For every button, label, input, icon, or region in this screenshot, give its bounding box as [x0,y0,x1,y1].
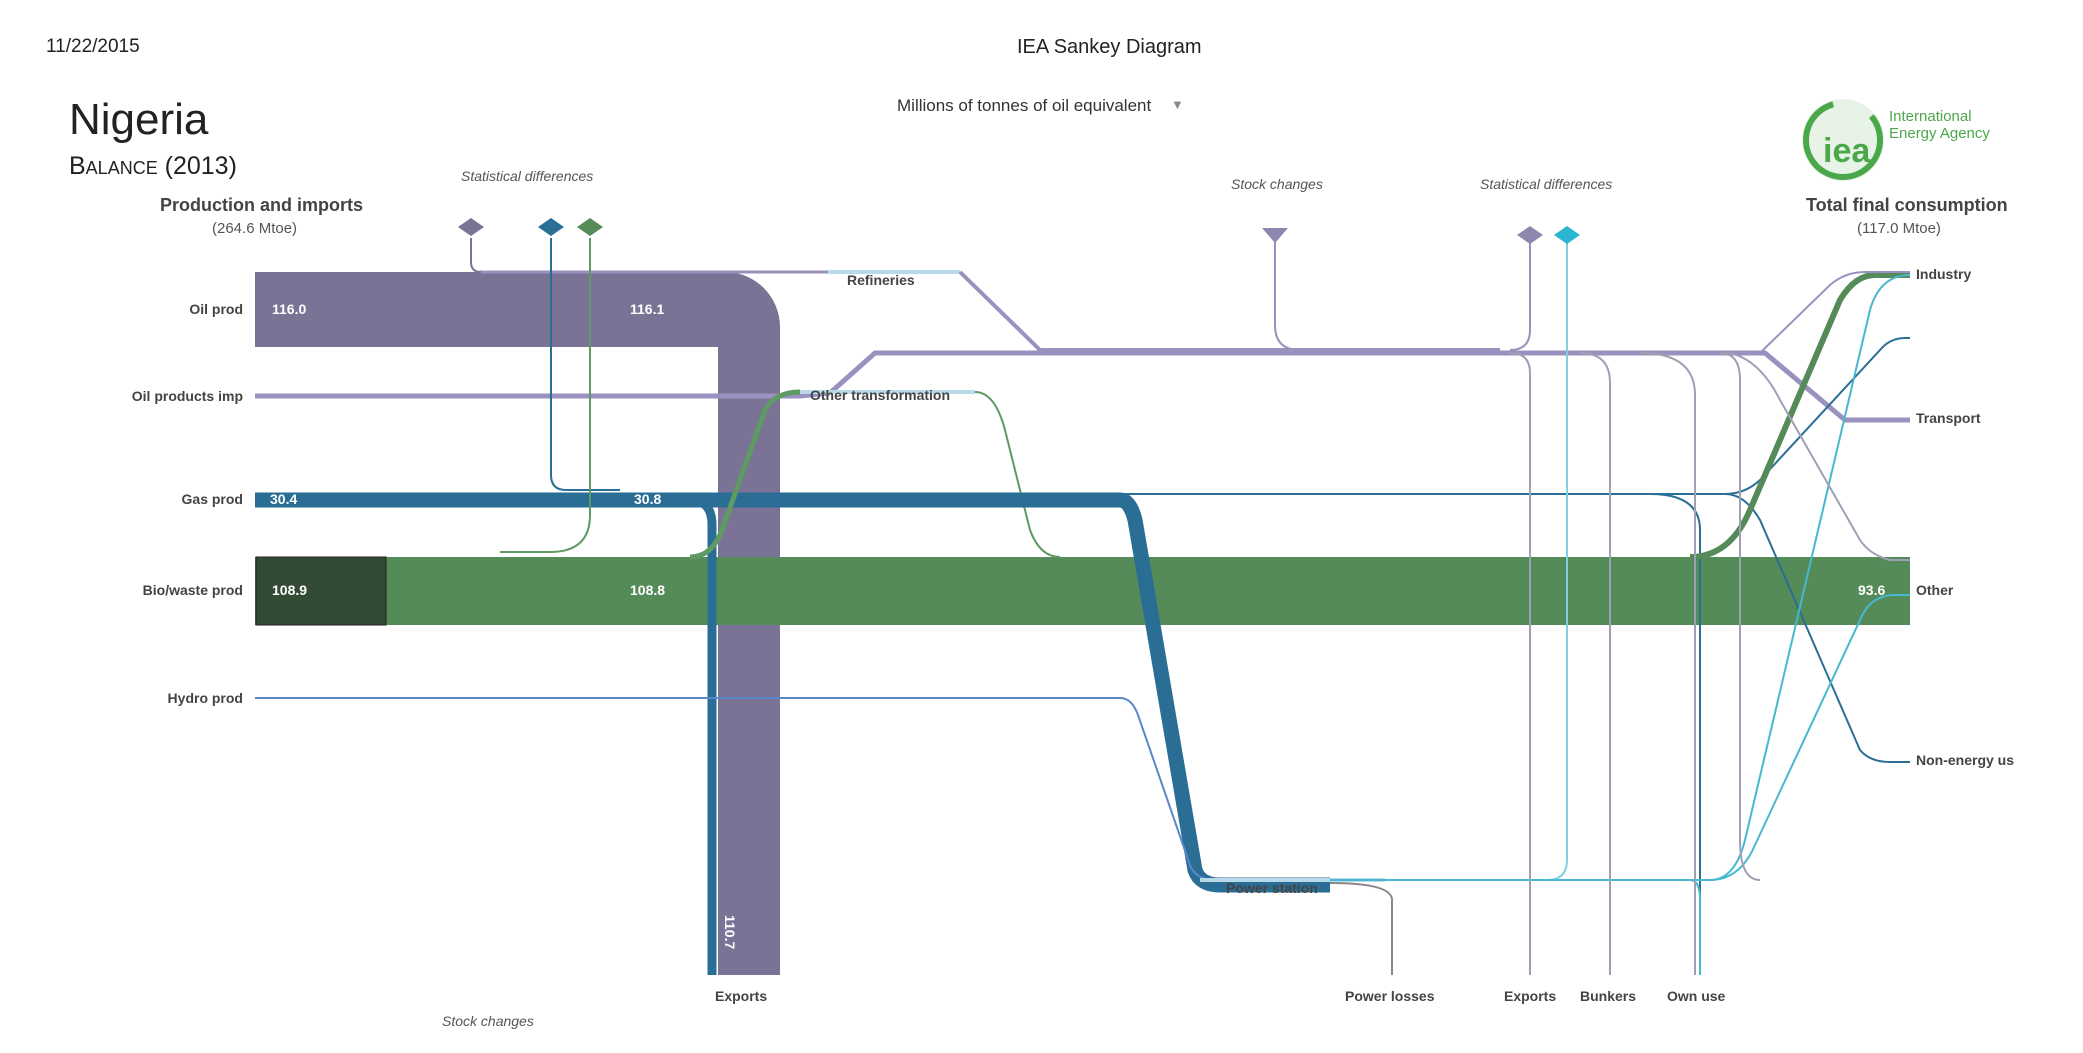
flow-elec-to-industry [1709,274,1911,881]
logo-line-1: International [1889,108,1972,125]
source-label-oil-prod[interactable]: Oil prod [189,301,243,317]
iea-logo-icon: iea [1802,99,1884,181]
stat-diff-gas-diamond-icon [538,218,564,236]
stat-diff-left-bio-connector [500,238,591,553]
sink-label-industry[interactable]: Industry [1916,266,1972,282]
source-label-hydro-prod[interactable]: Hydro prod [167,690,243,706]
value-bio-prod: 108.9 [272,582,308,598]
flow-refineries-to-trunk [958,270,1500,352]
source-label-oil-products-imp[interactable]: Oil products imp [131,388,243,404]
stat-diff-oil-diamond-icon [458,218,484,236]
source-label-bio-prod[interactable]: Bio/waste prod [142,582,243,598]
flow-gas-own-use [1649,493,1701,975]
header-title: IEA Sankey Diagram [1017,36,1202,58]
value-oil-prod: 116.0 [272,301,307,317]
node-refineries-label[interactable]: Refineries [847,272,915,288]
flow-oil-exports-right [1509,352,1531,975]
flow-gas-prod [255,492,1330,893]
iea-logo-text: International Energy Agency [1889,108,1990,142]
node-power-station-label[interactable]: Power station [1226,880,1318,896]
country-title: Nigeria [69,95,209,144]
value-exports: 110.7 [722,915,738,950]
label-stock-changes-bottom: Stock changes [442,1013,534,1029]
label-exports-right[interactable]: Exports [1504,988,1557,1004]
stock-changes-top-connector [1274,240,1301,351]
label-stock-changes-top: Stock changes [1231,176,1323,192]
iea-logo-mark: iea [1823,132,1871,170]
stat-diff-right-oil-connector [1509,240,1531,351]
label-exports-left[interactable]: Exports [715,988,768,1004]
flow-oil-prod-to-exports [255,272,780,975]
sink-label-non-energy-use[interactable]: Non-energy us [1916,752,2015,768]
flow-gas-to-exports [689,495,717,975]
caret-down-icon[interactable]: ▼ [1171,97,1184,112]
flow-power-losses [1329,882,1393,975]
stat-diff-right-elec-diamond-icon [1554,226,1580,244]
final-consumption-total: (117.0 Mtoe) [1857,220,1941,237]
node-other-transformation-label[interactable]: Other transformation [810,387,951,403]
sink-label-other[interactable]: Other [1916,582,1954,598]
flow-elec-own-use [1689,879,1701,975]
value-gas-prod: 30.4 [270,491,298,507]
production-imports-title: Production and imports [160,195,364,215]
header-date: 11/22/2015 [46,36,140,57]
label-power-losses[interactable]: Power losses [1345,988,1435,1004]
flow-gas-thin-right [1120,337,1910,495]
flow-bio-to-industry [1689,272,1910,560]
units-selector[interactable]: Millions of tonnes of oil equivalent [897,96,1152,115]
value-bio-prod-after: 108.8 [630,582,666,598]
flow-other-transformation-out [974,391,1061,558]
flow-oil-to-industry [1759,271,1910,354]
final-consumption-title: Total final consumption [1806,195,2008,215]
logo-line-2: Energy Agency [1889,125,1990,142]
sink-label-transport[interactable]: Transport [1916,410,1981,426]
bio-prod-source-box [255,556,387,626]
stat-diff-left-oil-connector [470,238,482,273]
flow-elec-to-other [1709,594,1910,881]
flow-gas-non-energy [1724,493,1910,763]
label-statistical-differences-left: Statistical differences [461,168,594,184]
label-bunkers[interactable]: Bunkers [1580,988,1637,1004]
stat-diff-bio-diamond-icon [577,218,603,236]
value-oil-prod-after: 116.1 [630,301,665,317]
flow-oil-own-use [1639,352,1696,975]
source-label-gas-prod[interactable]: Gas prod [181,491,243,507]
label-own-use[interactable]: Own use [1667,988,1726,1004]
stat-diff-left-gas-connector [550,238,620,491]
stat-diff-right-oil-diamond-icon [1517,226,1543,244]
flow-oil-bunkers [1579,352,1611,975]
value-gas-prod-after: 30.8 [634,491,662,507]
flow-bio-to-other-transformation [689,389,801,560]
flow-oil-to-other [1729,352,1910,561]
stock-changes-triangle-icon [1262,228,1288,243]
label-statistical-differences-right: Statistical differences [1480,176,1613,192]
balance-title: Balance (2013) [69,152,237,180]
production-imports-total: (264.6 Mtoe) [212,220,298,237]
flow-oil-trunk [828,350,1910,423]
flow-bio-to-other [255,557,1910,625]
value-other: 93.6 [1858,582,1886,598]
flow-oil-misc [1719,352,1761,881]
